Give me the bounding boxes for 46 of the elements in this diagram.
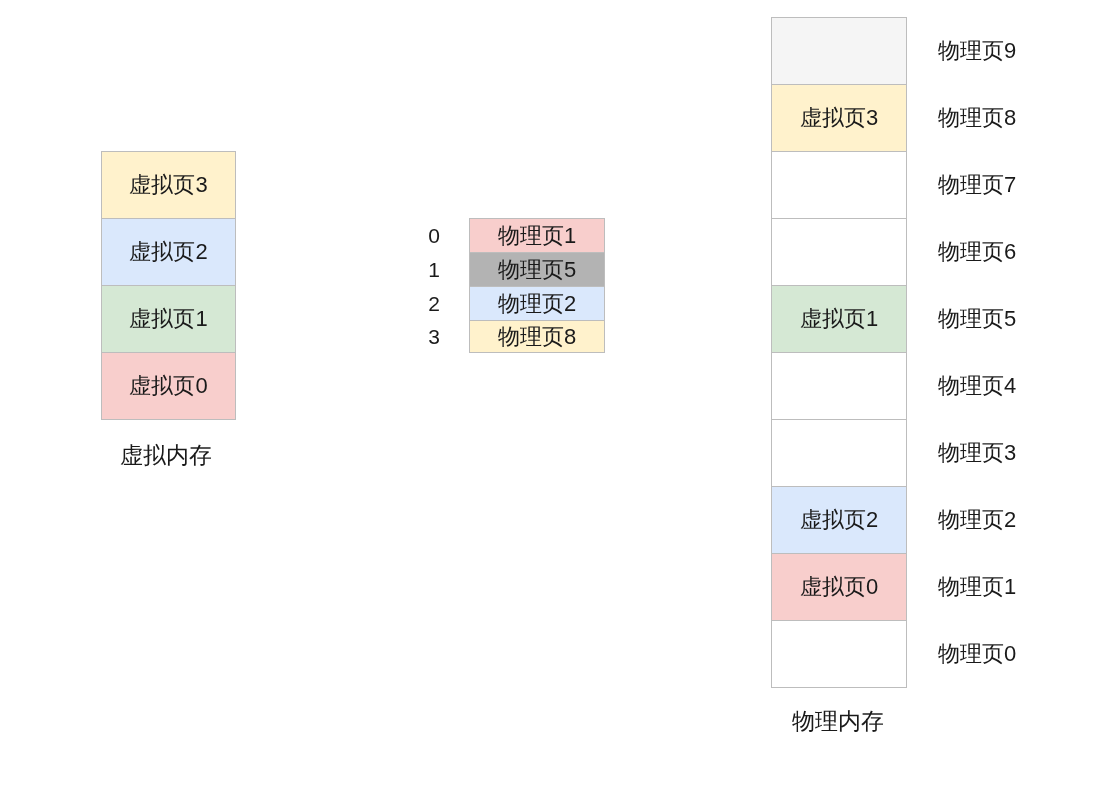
physical-page-label: 物理页7 — [936, 171, 1018, 199]
empty-page-cell — [771, 620, 907, 688]
page-label: 虚拟页2 — [129, 241, 208, 263]
page-label: 虚拟页0 — [129, 375, 208, 397]
memory-caption: 虚拟内存 — [119, 441, 213, 470]
virtual-page-cell — [101, 218, 236, 286]
physical-page-label: 物理页6 — [936, 238, 1018, 266]
page-label: 虚拟页1 — [129, 308, 208, 330]
page-label: 虚拟页3 — [129, 174, 208, 196]
page-table-entry — [469, 218, 605, 253]
page-label: 物理页5 — [497, 258, 577, 281]
empty-page-cell — [771, 218, 907, 286]
physical-page-cell — [771, 486, 907, 554]
physical-page-label: 物理页1 — [936, 573, 1018, 601]
physical-page-label: 物理页5 — [936, 305, 1018, 333]
memory-caption: 物理内存 — [791, 707, 885, 736]
empty-page-cell — [771, 419, 907, 487]
physical-page-cell — [771, 84, 907, 152]
virtual-page-cell — [101, 352, 236, 420]
physical-page-label: 物理页3 — [936, 439, 1018, 467]
row-index-label: 0 — [427, 223, 441, 249]
physical-page-label: 物理页4 — [936, 372, 1018, 400]
physical-page-label: 物理页8 — [936, 104, 1018, 132]
page-table-entry — [469, 286, 605, 321]
empty-page-cell — [771, 17, 907, 85]
physical-page-cell — [771, 553, 907, 621]
empty-page-cell — [771, 151, 907, 219]
physical-page-label: 物理页9 — [936, 37, 1018, 65]
page-label: 物理页1 — [497, 224, 577, 247]
virtual-page-cell — [101, 285, 236, 353]
page-label: 物理页8 — [497, 325, 577, 348]
page-label: 虚拟页1 — [799, 308, 879, 330]
page-label: 虚拟页3 — [799, 107, 879, 129]
physical-page-cell — [771, 285, 907, 353]
row-index-label: 2 — [427, 291, 441, 317]
physical-page-label: 物理页2 — [936, 506, 1018, 534]
page-label: 虚拟页0 — [799, 576, 879, 598]
empty-page-cell — [771, 352, 907, 420]
page-label: 虚拟页2 — [799, 509, 879, 531]
page-table-entry — [469, 252, 605, 287]
physical-page-label: 物理页0 — [936, 640, 1018, 668]
page-table-entry — [469, 320, 605, 353]
virtual-page-cell — [101, 151, 236, 219]
page-label: 物理页2 — [497, 292, 577, 315]
row-index-label: 1 — [427, 257, 441, 283]
row-index-label: 3 — [427, 324, 441, 350]
